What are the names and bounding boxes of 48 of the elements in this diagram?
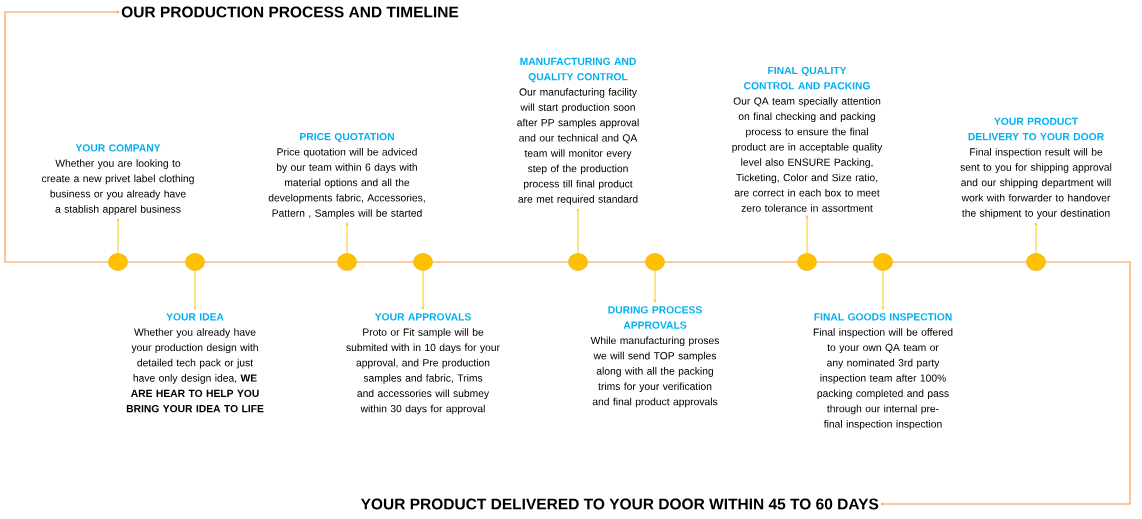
step-description: Whether you are looking to create a new privet label clothing business or you already have a stablish apparel business [42, 159, 194, 215]
timeline-line [587, 261, 646, 263]
timeline-dot [645, 253, 665, 271]
timeline-line [816, 261, 874, 263]
timeline-line [432, 261, 569, 263]
leader-arrow [193, 270, 197, 310]
timeline-line [127, 261, 186, 263]
timeline-dot [1026, 253, 1046, 271]
leader-arrow [881, 270, 885, 310]
step-description: Price quotation will be adviced by our team within 6 days with material options and all the developments fabric, Accessories, Pattern , Samples will be started [268, 148, 425, 219]
timeline-dot [413, 253, 433, 271]
timeline-dot [337, 253, 357, 271]
leader-arrow [345, 222, 349, 254]
leader-arrow [805, 215, 809, 254]
leader-arrow [653, 270, 657, 303]
step-description: While manufacturing proses we will send TOP samples along with all the packing trims for your verification and final product approvals [590, 336, 719, 408]
step-heading: PRICE QUOTATION [300, 132, 394, 143]
footer-text: YOUR PRODUCT DELIVERED TO YOUR DOOR WITHIN 45 TO 60 DAYS [360, 498, 879, 510]
timeline-dot [108, 253, 128, 271]
step-heading: FINAL QUALITY CONTROL AND PACKING [744, 66, 870, 90]
arrow [4, 10, 120, 263]
step-heading: YOUR APPROVALS [374, 313, 471, 321]
arrow [880, 261, 1131, 506]
step-heading: YOUR IDEA [166, 313, 224, 321]
leader-arrow [576, 208, 580, 254]
step-heading: DURING PROCESS APPROVALS [608, 306, 702, 329]
timeline-dot [873, 253, 893, 271]
step-heading: MANUFACTURING AND QUALITY CONTROL [520, 57, 636, 83]
leader-arrow [116, 218, 120, 254]
step-description: Whether you already have your production design with detailed tech pack or just have only design idea, WE ARE HEAR TO HELP YOU BRING YOUR IDEA TO LIFE [126, 328, 264, 413]
leader-arrow [421, 270, 425, 310]
leader-arrow [1034, 222, 1038, 254]
step-heading: YOUR PRODUCT DELIVERY TO YOUR DOOR [968, 117, 1104, 141]
timeline-line [356, 261, 414, 263]
timeline-line [892, 261, 1027, 263]
timeline-dot [797, 253, 817, 271]
step-description: Our QA team specially attention on final checking and packing process to ensure the final product are in acceptable quality level also ENSURE Packing, Ticketing, Color and Size ratio, are correct in each box to meet zero tolerance in assortment [732, 97, 883, 212]
step-description: Final inspection will be offered to your own QA team or any nominated 3rd party inspection team after 100% packing completed and pass through our internal pre-final inspection inspection [813, 328, 953, 430]
timeline-dot [185, 253, 205, 271]
timeline-line [664, 261, 798, 263]
timeline-dot [568, 253, 588, 271]
step-heading: YOUR COMPANY [75, 144, 161, 152]
step-description: Final inspection result will be sent to you for shipping approval and our shipping department will work with forwarder to handover the shipment to your destination [960, 148, 1112, 219]
step-description: Proto or Fit sample will be submited with in 10 days for your approval, and Pre production samples and fabric, Trims and accessories will submey within 30 days for approval [346, 328, 500, 415]
step-description: Our manufacturing facility will start production soon after PP samples approval and our technical and QA team will monitor every step of the production process till final product are met required standard [517, 88, 639, 205]
timeline-line [204, 261, 338, 263]
title: OUR PRODUCTION PROCESS AND TIMELINE [121, 6, 459, 18]
step-heading: FINAL GOODS INSPECTION [814, 313, 952, 321]
